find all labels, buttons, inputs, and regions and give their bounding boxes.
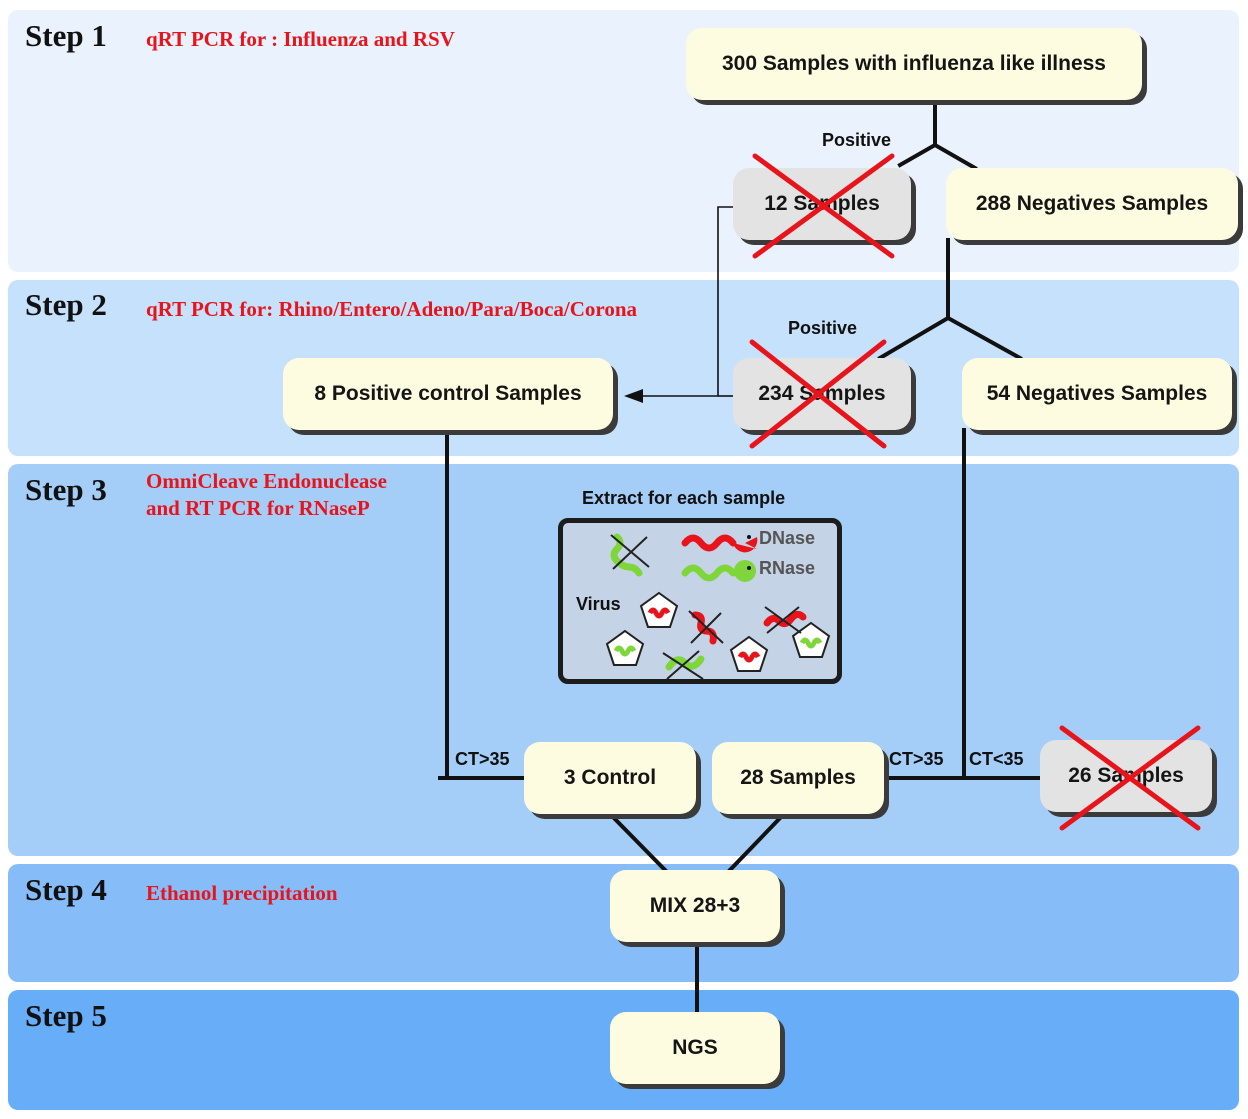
ngs-node: NGS	[610, 1012, 780, 1084]
step-3-description-line-1: OmniCleave Endonuclease	[146, 469, 387, 493]
degraded-rna-icon	[610, 533, 650, 577]
ct-samples-gt-label: CT>35	[889, 749, 944, 769]
step-3-title: Step 3	[25, 472, 107, 507]
step-2-description: qRT PCR for: Rhino/Entero/Adeno/Para/Boc…	[146, 297, 638, 321]
step-2-positive-node: 234 Samples	[733, 358, 911, 430]
start-node: 300 Samples with influenza like illness	[686, 28, 1142, 100]
step-3-description-line-2: and RT PCR for RNaseP	[146, 496, 370, 520]
degraded-dna-icon	[688, 610, 724, 645]
virus-green-icon	[605, 629, 645, 666]
ct-samples-lt-label: CT<35	[969, 749, 1024, 769]
dnase-label: DNase	[759, 528, 816, 548]
samples-26-node: 26 Samples	[1040, 740, 1212, 812]
virus-label: Virus	[576, 594, 621, 614]
extract-title: Extract for each sample	[582, 488, 786, 508]
extract-illustration: DNase RNase Virus	[558, 518, 842, 684]
extract-drawing	[605, 533, 831, 679]
step-5-title: Step 5	[25, 998, 107, 1033]
positive-label-1: Positive	[822, 130, 892, 150]
degraded-dna-icon	[763, 606, 807, 634]
step-4-title: Step 4	[25, 872, 107, 907]
step-1-positive-node: 12 Samples	[733, 168, 911, 240]
step-3-description: OmniCleave Endonuclease and RT PCR for R…	[146, 468, 387, 522]
virus-red-icon	[639, 591, 679, 628]
dnase-icon	[681, 534, 758, 553]
rnase-label: RNase	[759, 558, 816, 578]
control-node: 3 Control	[524, 742, 696, 814]
step-4-description: Ethanol precipitation	[146, 881, 338, 905]
samples-28-node: 28 Samples	[712, 742, 884, 814]
mix-node: MIX 28+3	[610, 870, 780, 942]
virus-red-icon	[729, 635, 769, 672]
ct-control-label: CT>35	[455, 749, 510, 769]
rnase-icon	[681, 560, 756, 582]
degraded-rna-icon	[662, 650, 705, 679]
positive-control-node: 8 Positive control Samples	[283, 358, 613, 430]
step-2-title: Step 2	[25, 287, 107, 322]
step-1-title: Step 1	[25, 18, 107, 53]
positive-label-2: Positive	[788, 318, 858, 338]
step-2-negative-node: 54 Negatives Samples	[962, 358, 1232, 430]
step-1-negative-node: 288 Negatives Samples	[946, 168, 1238, 240]
step-1-description: qRT PCR for : Influenza and RSV	[146, 27, 455, 51]
virus-green-icon	[791, 621, 831, 658]
